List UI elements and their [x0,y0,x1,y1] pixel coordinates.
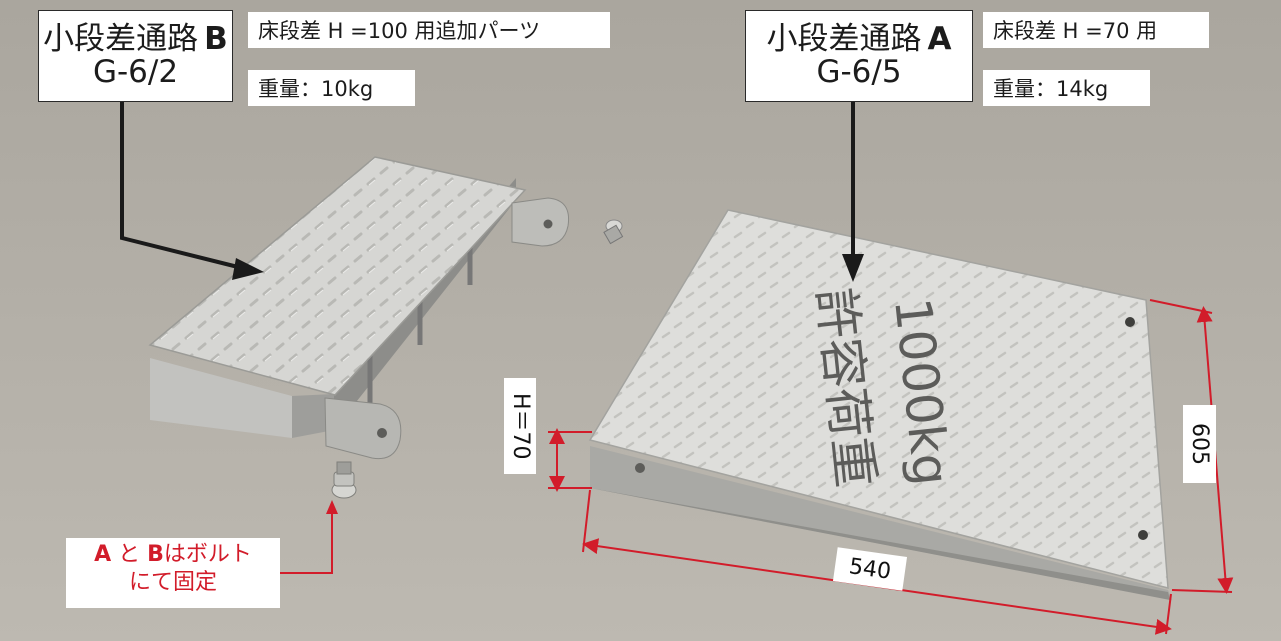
ramp-b-end-face [292,394,334,438]
callout-line2: にて固定 [128,569,217,595]
part-b-letter: B [204,20,228,57]
ramp-b-tread-plate [148,156,527,396]
part-b-code: G-6/2 [92,54,179,90]
callout-leader [280,510,333,574]
part-a-label: 小段差通路 A G-6/5 [745,10,973,102]
callout-letter-b: B [147,542,164,567]
part-a-letter: A [927,20,952,57]
ramp-part-b [148,156,570,460]
part-b-label: 小段差通路 B G-6/2 [38,10,233,102]
fixing-hole [1138,530,1148,540]
bolt-loose-back [603,219,624,245]
callout-letter-a: A [94,542,112,567]
bolt-loose-front [331,461,357,499]
part-b-note: 床段差 H =100 用追加パーツ [248,12,610,48]
callout-and: と [118,542,141,567]
height-dimension-label: H＝70 [504,378,536,474]
bolt-hole [635,463,645,473]
ramp-b-bracket-back [511,197,570,247]
fixing-hole [1125,317,1135,327]
part-a-code: G-6/5 [816,54,902,90]
part-b-name: 小段差通路 [43,20,199,57]
callout-arrowhead [326,500,338,514]
ramp-b-front-face [150,358,292,438]
leader-arrow-b [120,100,264,280]
ramp-b-bracket-front [324,397,402,460]
part-a-weight: 重量：14kg [983,70,1150,106]
depth-dimension-label: 605 [1183,405,1216,483]
leader-arrow-a [842,102,864,282]
bolt-fixing-callout: A と Bはボルト にて固定 [66,538,280,608]
part-a-name: 小段差通路 [766,20,922,57]
part-b-weight: 重量：10kg [248,70,415,106]
bolt-hole [543,219,553,229]
bolt-hole [377,428,387,438]
part-a-note: 床段差 H =70 用 [983,12,1209,48]
callout-rest: はボルト [163,542,252,567]
